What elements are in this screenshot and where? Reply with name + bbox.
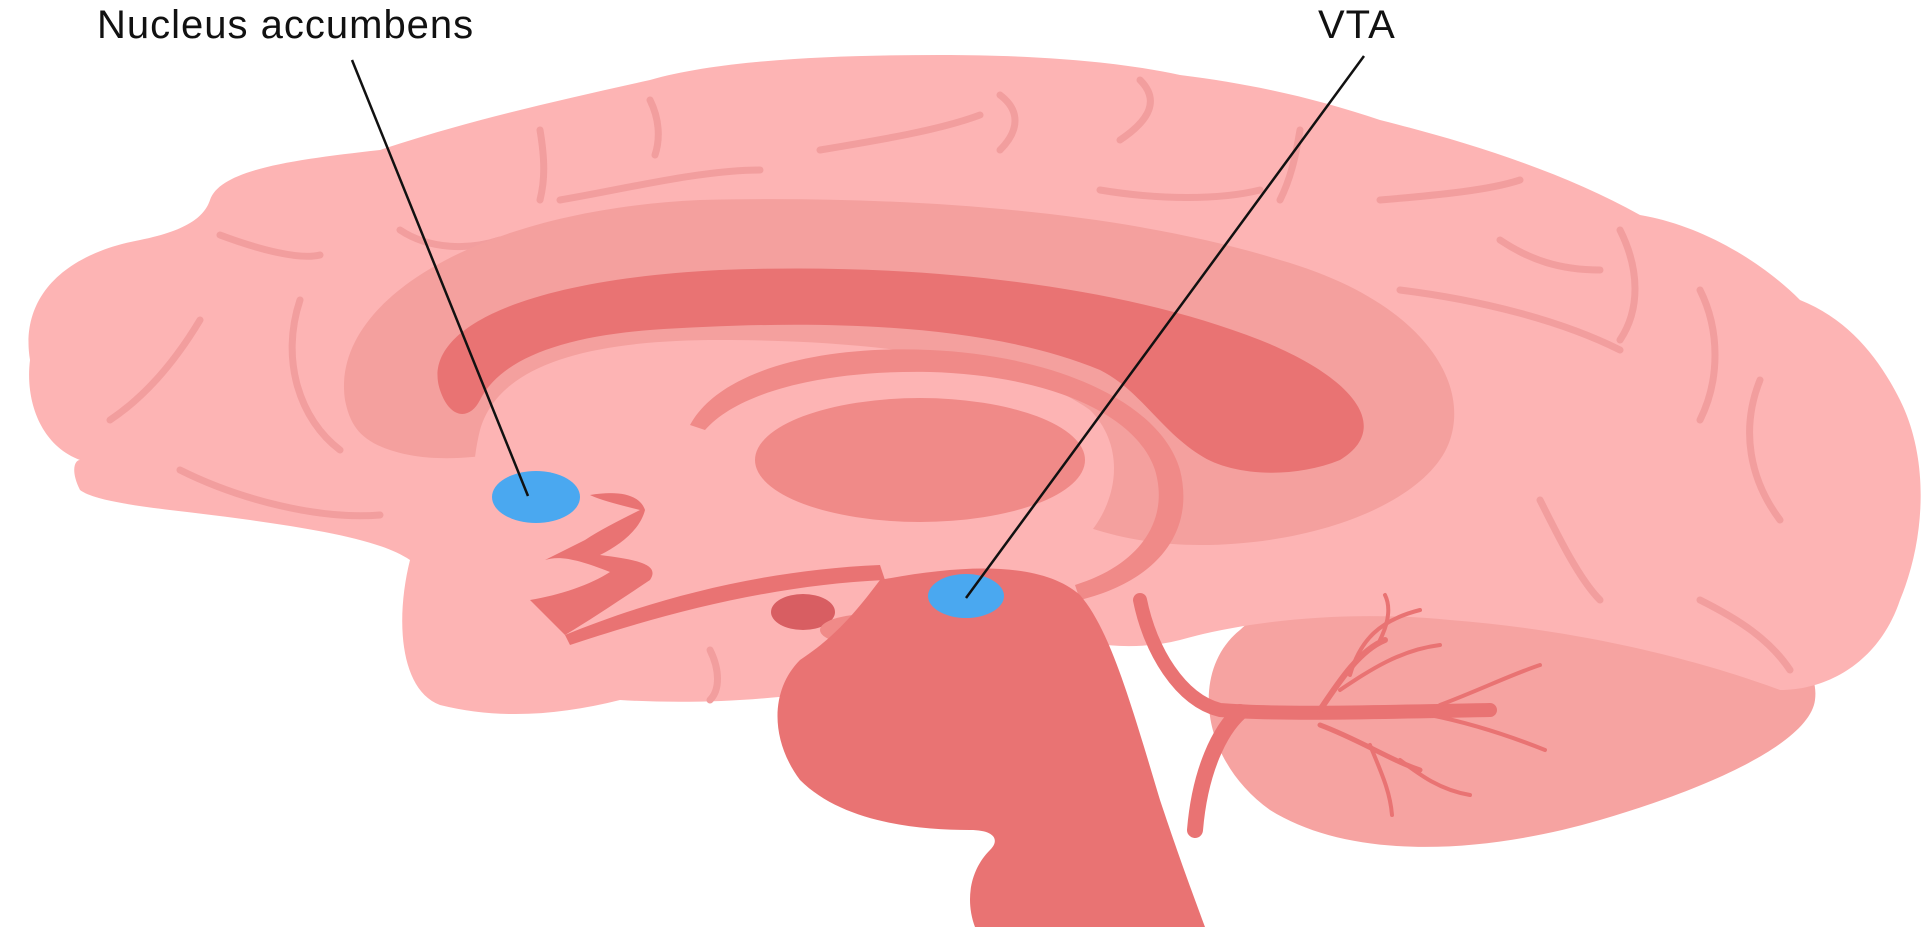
nucleus-accumbens-label: Nucleus accumbens [97,3,474,47]
nucleus-accumbens-marker [492,471,580,523]
vta-label: VTA [1318,3,1396,47]
